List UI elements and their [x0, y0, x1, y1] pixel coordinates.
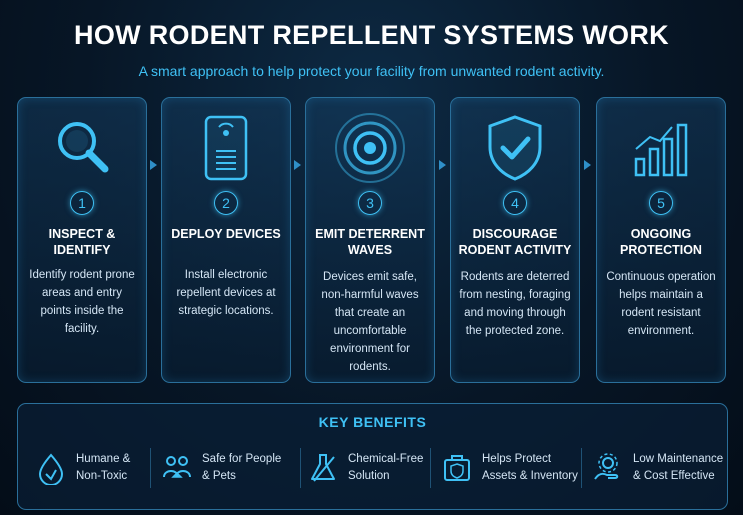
- device-icon: [204, 115, 248, 181]
- magnifier-icon: [58, 122, 109, 173]
- flask-icon: [311, 454, 335, 482]
- step-title: DEPLOY DEVICES: [171, 227, 281, 241]
- step-title: INSPECT & IDENTIFY: [48, 227, 116, 257]
- divider: [581, 448, 582, 488]
- step-number: 2: [214, 191, 238, 215]
- step-title: ONGOING PROTECTION: [620, 227, 702, 257]
- step-title: DISCOURAGE RODENT ACTIVITY: [458, 227, 572, 257]
- arrow-icon: [150, 160, 157, 170]
- step-description: Rodents are deterred from nesting, forag…: [459, 271, 571, 337]
- divider: [150, 448, 151, 488]
- step-description: Identify rodent prone areas and entry po…: [29, 269, 135, 335]
- divider: [430, 448, 431, 488]
- benefit-label: Low Maintenance & Cost Effective: [633, 453, 724, 482]
- step-card-5: 5 ONGOING PROTECTION Continuous operatio…: [596, 97, 726, 383]
- arrow-icon: [584, 160, 591, 170]
- arrow-icon: [439, 160, 446, 170]
- box-shield-icon: [444, 455, 470, 481]
- benefit-label: Safe for People & Pets: [202, 453, 282, 482]
- step-number: 3: [358, 191, 382, 215]
- benefit-item: Helps Protect Assets & Inventory: [440, 442, 578, 494]
- benefit-label: Helps Protect Assets & Inventory: [482, 453, 578, 482]
- key-benefits-title: KEY BENEFITS: [318, 414, 427, 430]
- step-card-4: 4 DISCOURAGE RODENT ACTIVITY Rodents are…: [450, 97, 580, 383]
- bar-chart-icon: [634, 123, 688, 177]
- people-pets-icon: [163, 456, 191, 478]
- step-description: Devices emit safe, non-harmful waves tha…: [321, 271, 419, 373]
- page-subtitle: A smart approach to help protect your fa…: [138, 63, 605, 79]
- step-title: EMIT DETERRENT WAVES: [315, 227, 425, 257]
- benefit-label: Humane & Non-Toxic: [76, 453, 131, 482]
- step-description: Install electronic repellent devices at …: [176, 269, 276, 317]
- step-card-1: 1 INSPECT & IDENTIFY Identify rodent pro…: [17, 97, 147, 383]
- key-benefits-panel: KEY BENEFITS Humane & Non-Toxic Safe for…: [17, 403, 728, 510]
- benefit-label: Chemical-Free Solution: [348, 453, 424, 482]
- benefit-item: Humane & Non-Toxic: [34, 442, 130, 494]
- shield-check-icon: [488, 115, 542, 181]
- waves-icon: [335, 113, 405, 183]
- step-card-3: 3 EMIT DETERRENT WAVES Devices emit safe…: [305, 97, 435, 383]
- page-title: HOW RODENT REPELLENT SYSTEMS WORK: [74, 20, 669, 50]
- step-card-2: 2 DEPLOY DEVICES Install electronic repe…: [161, 97, 291, 383]
- benefit-item: Chemical-Free Solution: [306, 442, 423, 494]
- divider: [300, 448, 301, 488]
- benefit-item: Safe for People & Pets: [160, 442, 281, 494]
- arrow-icon: [294, 160, 301, 170]
- gear-hand-icon: [594, 453, 619, 480]
- step-number: 5: [649, 191, 673, 215]
- step-description: Continuous operation helps maintain a ro…: [606, 271, 716, 337]
- step-number: 1: [70, 191, 94, 215]
- benefit-item: Low Maintenance & Cost Effective: [591, 442, 723, 494]
- step-number: 4: [503, 191, 527, 215]
- leaf-drop-icon: [38, 453, 64, 485]
